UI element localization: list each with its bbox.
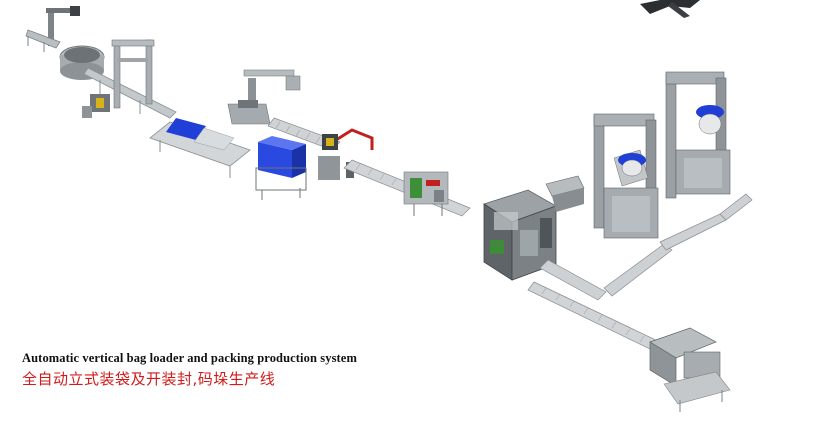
- stretch-wrapper: [46, 6, 105, 80]
- multihead-weigher-1: [593, 113, 659, 239]
- gantry-frame: [111, 39, 155, 109]
- infeed-conveyor-left: [25, 29, 61, 52]
- multihead-weigher-2: [665, 71, 731, 199]
- palletizer-robot: [227, 69, 301, 125]
- film-unit: [82, 94, 110, 118]
- feed-hopper: [545, 175, 585, 212]
- weigher-discharge-conveyor: [539, 193, 753, 301]
- caption-english: Automatic vertical bag loader and packin…: [22, 351, 357, 365]
- caption-chinese: 全自动立式装袋及开装封,码垛生产线: [22, 370, 276, 388]
- bagged-pallets: [255, 136, 307, 200]
- end-station: [649, 327, 731, 412]
- pallet-table: [149, 118, 251, 178]
- robot-arm-fragment: [640, 0, 700, 18]
- bag-opener: [403, 171, 449, 216]
